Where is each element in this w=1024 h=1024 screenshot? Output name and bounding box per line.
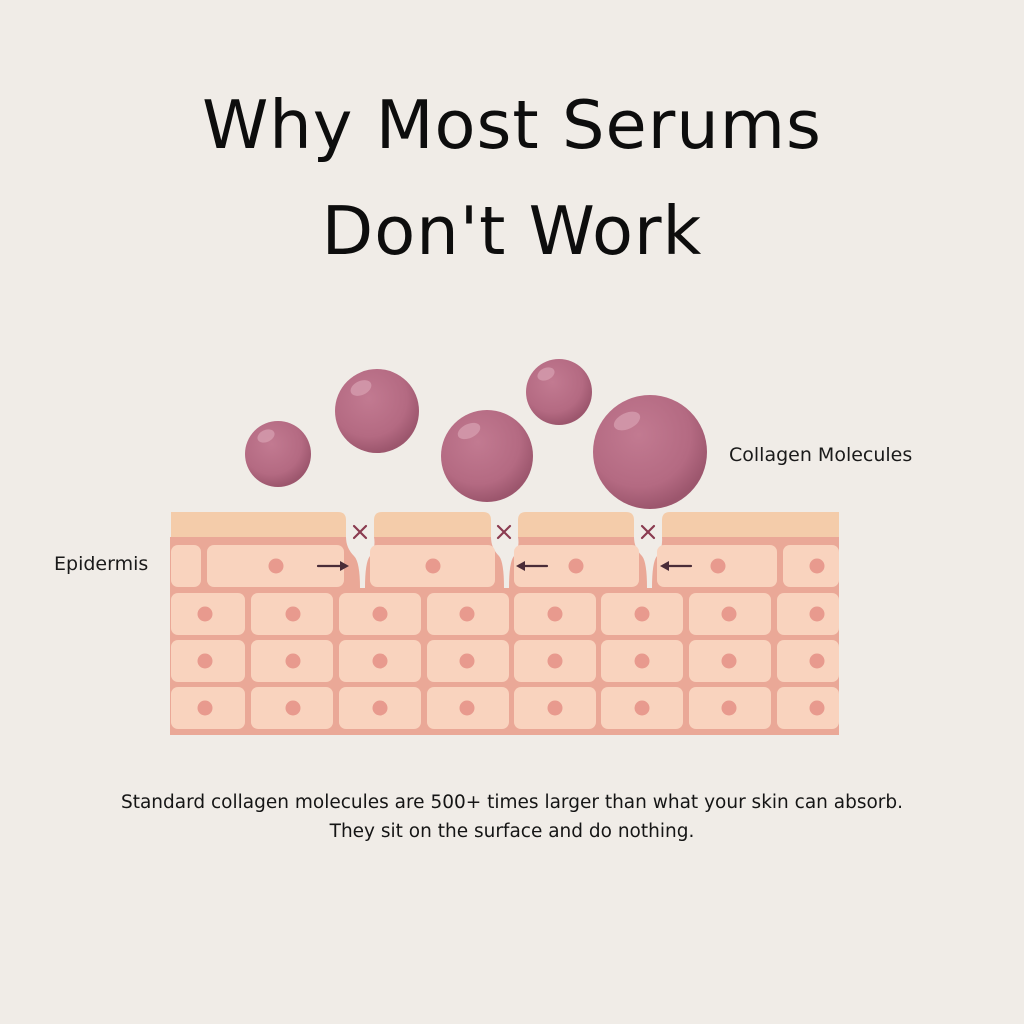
cell-nucleus (721, 653, 737, 669)
epidermis-label: Epidermis (54, 553, 149, 575)
collagen-molecule (335, 369, 419, 453)
cell-nucleus (809, 606, 825, 622)
cell-nucleus (197, 606, 213, 622)
cell-nucleus (710, 558, 726, 574)
arrow-icon (316, 561, 349, 571)
cell-nucleus (634, 606, 650, 622)
x-mark-icon (640, 524, 656, 540)
skin-cell (171, 545, 201, 587)
collagen-molecule (245, 421, 311, 487)
push-arrows (316, 561, 693, 571)
arrow-icon (516, 561, 549, 571)
cell-nucleus (459, 606, 475, 622)
intercellular-gaps (346, 512, 663, 588)
skin-cell (777, 687, 839, 729)
caption: Standard collagen molecules are 500+ tim… (0, 788, 1024, 846)
x-mark-icon (352, 524, 368, 540)
cell-nucleus (372, 653, 388, 669)
cell-nucleus (547, 606, 563, 622)
cell-nucleus (372, 700, 388, 716)
cell-nucleus (809, 700, 825, 716)
skin-cells (171, 545, 839, 729)
cell-nucleus (372, 606, 388, 622)
cell-nucleus (809, 653, 825, 669)
cell-nucleus (459, 653, 475, 669)
cell-nucleus (634, 700, 650, 716)
collagen-molecule (593, 395, 707, 509)
skin-cell (777, 640, 839, 682)
cell-nucleus (268, 558, 284, 574)
page-title: Why Most Serums Don't Work (0, 72, 1024, 284)
title-line-1: Why Most Serums (202, 86, 822, 164)
cell-nucleus (197, 700, 213, 716)
collagen-molecules (245, 359, 707, 509)
cell-nucleus (425, 558, 441, 574)
cell-nucleus (285, 653, 301, 669)
blocked-markers (352, 524, 656, 540)
arrow-icon (660, 561, 693, 571)
cell-nucleus (459, 700, 475, 716)
caption-line-2: They sit on the surface and do nothing. (329, 821, 695, 842)
cell-nucleus (568, 558, 584, 574)
caption-line-1: Standard collagen molecules are 500+ tim… (120, 792, 904, 813)
x-mark-icon (496, 524, 512, 540)
collagen-molecule (526, 359, 592, 425)
skin-cell (777, 593, 839, 635)
collagen-molecules-label: Collagen Molecules (729, 444, 913, 466)
cell-nucleus (721, 700, 737, 716)
collagen-molecule (441, 410, 533, 502)
cell-nucleus (547, 700, 563, 716)
cell-nucleus (809, 558, 825, 574)
cell-nucleus (285, 700, 301, 716)
cell-nucleus (634, 653, 650, 669)
cell-nucleus (721, 606, 737, 622)
stratum-corneum (171, 512, 839, 537)
cell-nucleus (285, 606, 301, 622)
cell-nucleus (197, 653, 213, 669)
title-line-2: Don't Work (321, 192, 703, 270)
cell-nucleus (547, 653, 563, 669)
